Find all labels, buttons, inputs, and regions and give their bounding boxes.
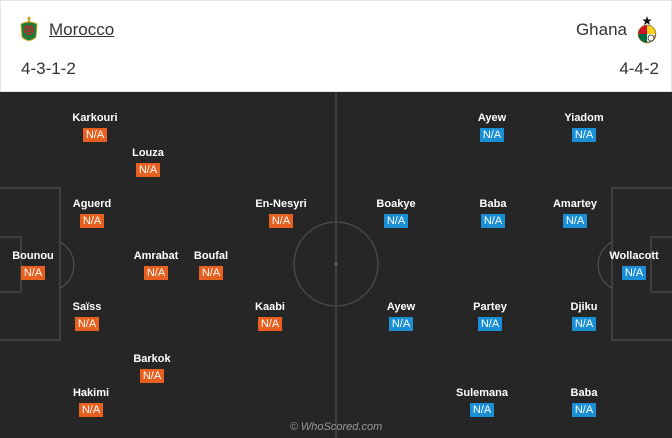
home-player[interactable]: Barkok N/A: [112, 352, 192, 384]
away-player[interactable]: Sulemana N/A: [442, 386, 522, 418]
player-name: Kaabi: [255, 301, 285, 313]
player-rating-badge: N/A: [79, 214, 105, 228]
player-name: Ayew: [386, 301, 416, 313]
player-name: Djiku: [570, 301, 598, 313]
player-rating-badge: N/A: [82, 128, 108, 142]
player-rating-badge: N/A: [571, 403, 597, 417]
away-player[interactable]: Baba N/A: [453, 197, 533, 229]
player-rating-badge: N/A: [477, 317, 503, 331]
player-name: Sulemana: [456, 387, 508, 399]
player-rating-badge: N/A: [139, 369, 165, 383]
home-player[interactable]: Aguerd N/A: [52, 197, 132, 229]
player-rating-badge: N/A: [135, 163, 161, 177]
home-player[interactable]: Bounou N/A: [0, 249, 73, 281]
player-rating-badge: N/A: [198, 266, 224, 280]
home-team-name[interactable]: Morocco: [49, 20, 115, 39]
player-name: Boufal: [193, 250, 229, 262]
player-rating-badge: N/A: [469, 403, 495, 417]
player-rating-badge: N/A: [388, 317, 414, 331]
away-player[interactable]: Ayew N/A: [452, 111, 532, 143]
player-rating-badge: N/A: [74, 317, 100, 331]
player-name: Ayew: [477, 112, 507, 124]
away-player[interactable]: Partey N/A: [450, 300, 530, 332]
player-name: Baba: [570, 387, 598, 399]
home-player[interactable]: Saïss N/A: [47, 300, 127, 332]
away-team-block: Ghana 4-4-2: [576, 15, 659, 79]
player-name: Aguerd: [72, 198, 112, 210]
away-formation: 4-4-2: [619, 59, 659, 78]
watermark: © WhoScored.com: [289, 421, 383, 433]
player-rating-badge: N/A: [78, 403, 104, 417]
home-player[interactable]: Louza N/A: [108, 146, 188, 178]
home-player[interactable]: Karkouri N/A: [55, 111, 135, 143]
home-team-block: Morocco 4-3-1-2: [19, 15, 114, 79]
player-name: Amrabat: [133, 250, 179, 262]
player-rating-badge: N/A: [571, 128, 597, 142]
player-rating-badge: N/A: [143, 266, 169, 280]
away-player[interactable]: Djiku N/A: [544, 300, 624, 332]
player-name: Yiadom: [564, 112, 604, 124]
home-player[interactable]: Boufal N/A: [171, 249, 251, 281]
player-rating-badge: N/A: [479, 128, 505, 142]
player-rating-badge: N/A: [571, 317, 597, 331]
away-player[interactable]: Boakye N/A: [356, 197, 436, 229]
home-player[interactable]: En-Nesyri N/A: [241, 197, 321, 229]
morocco-crest-icon: [20, 16, 38, 41]
player-rating-badge: N/A: [480, 214, 506, 228]
player-rating-badge: N/A: [621, 266, 647, 280]
player-rating-badge: N/A: [562, 214, 588, 228]
player-name: Bounou: [12, 250, 54, 262]
pitch-markings: [0, 92, 672, 438]
player-rating-badge: N/A: [268, 214, 294, 228]
away-team-name[interactable]: Ghana: [575, 20, 627, 39]
player-rating-badge: N/A: [383, 214, 409, 228]
pitch: Karkouri N/A Louza N/A Aguerd N/A Bounou…: [0, 92, 672, 438]
player-rating-badge: N/A: [20, 266, 46, 280]
away-player[interactable]: Amartey N/A: [535, 197, 615, 229]
player-name: Hakimi: [72, 387, 110, 399]
home-player[interactable]: Hakimi N/A: [51, 386, 131, 418]
home-player[interactable]: Kaabi N/A: [230, 300, 310, 332]
player-name: Karkouri: [72, 112, 118, 124]
player-name: Wollacott: [609, 250, 659, 262]
home-formation: 4-3-1-2: [21, 59, 76, 78]
away-player[interactable]: Yiadom N/A: [544, 111, 624, 143]
home-player[interactable]: Amrabat N/A: [116, 249, 196, 281]
lineup-header: Morocco 4-3-1-2 Ghana 4-4-2: [0, 0, 672, 92]
player-name: Partey: [473, 301, 507, 313]
player-name: Boakye: [376, 198, 416, 210]
player-name: Saïss: [72, 301, 102, 313]
ghana-crest-icon: [637, 16, 657, 44]
player-rating-badge: N/A: [257, 317, 283, 331]
player-name: Barkok: [133, 353, 171, 365]
away-player[interactable]: Wollacott N/A: [594, 249, 672, 281]
player-name: Amartey: [552, 198, 598, 210]
player-name: En-Nesyri: [255, 198, 307, 210]
player-name: Baba: [479, 198, 507, 210]
away-player[interactable]: Baba N/A: [544, 386, 624, 418]
player-name: Louza: [132, 147, 164, 159]
away-player[interactable]: Ayew N/A: [361, 300, 441, 332]
